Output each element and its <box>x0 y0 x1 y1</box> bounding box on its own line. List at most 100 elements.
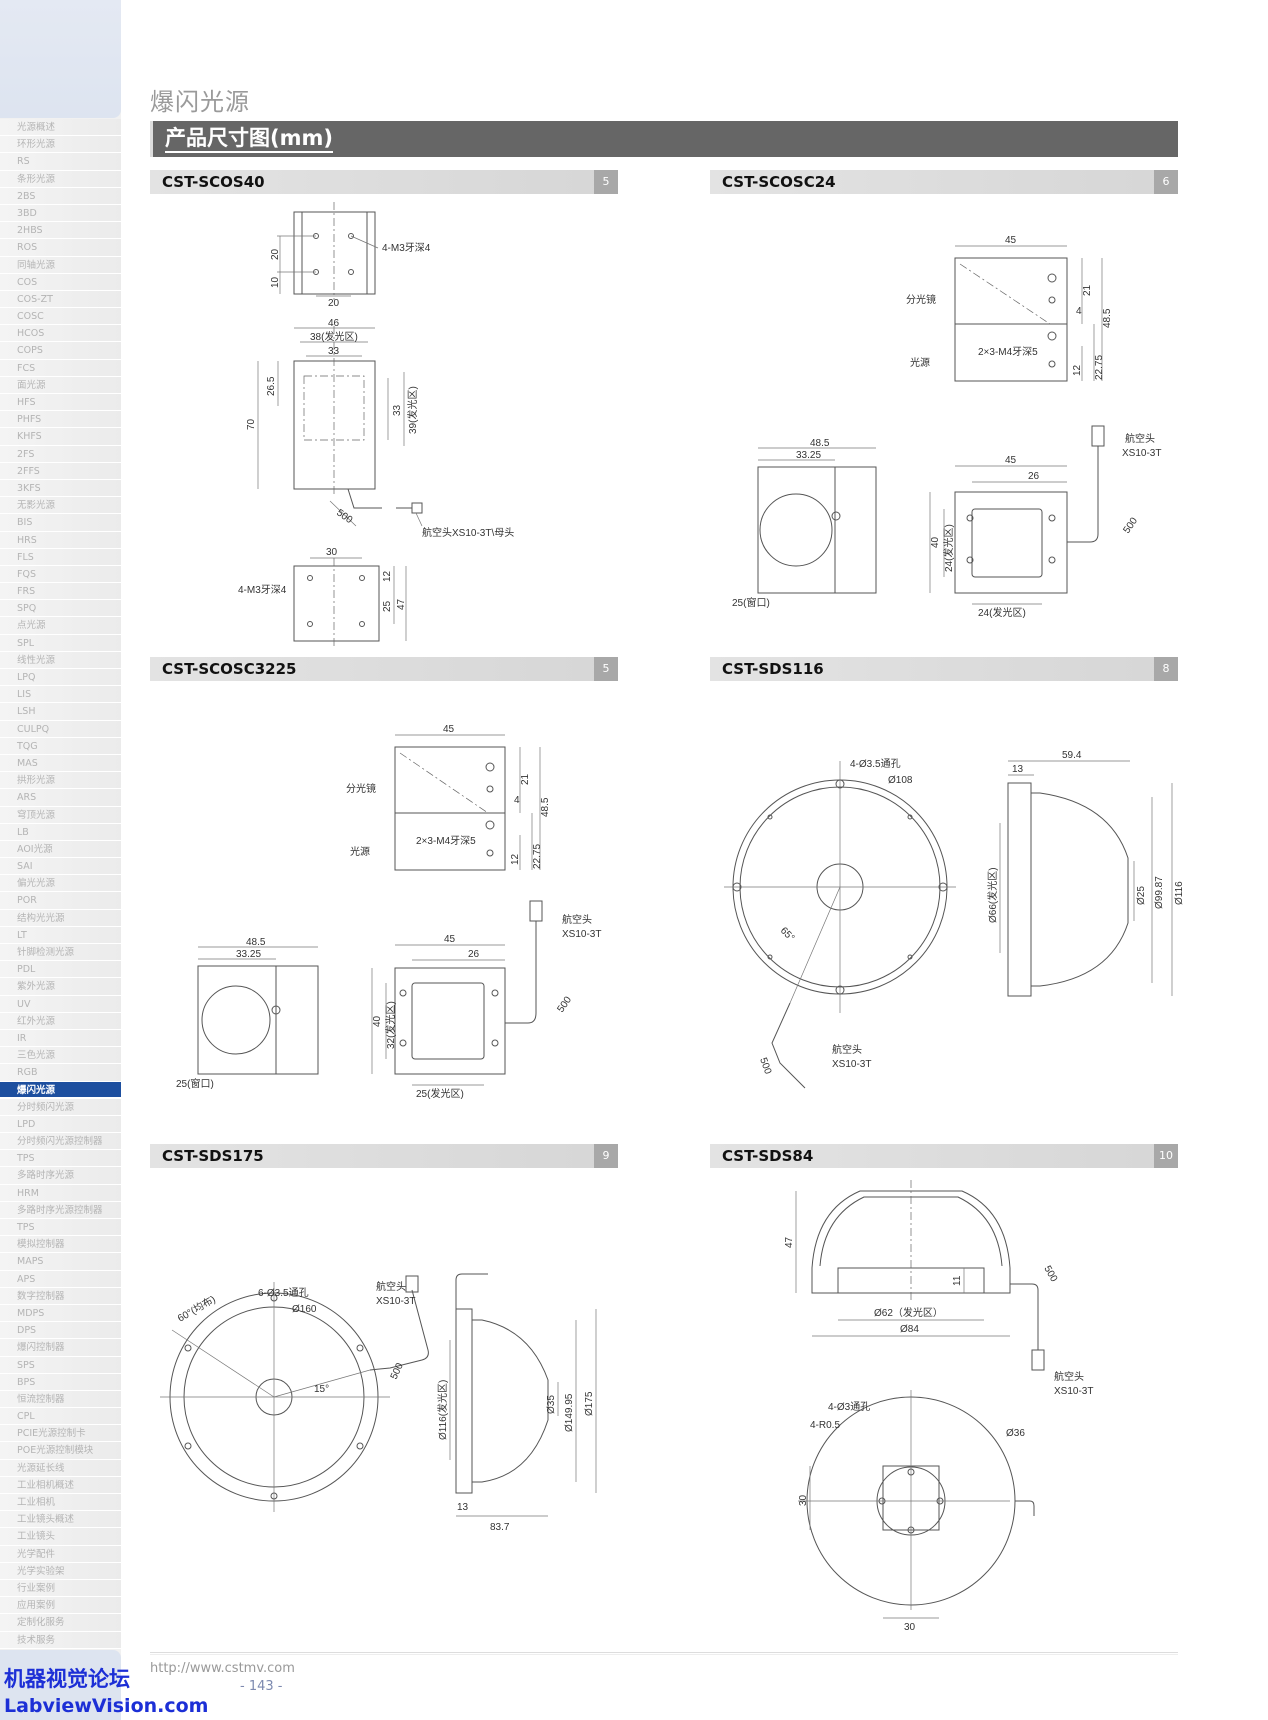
sidebar-item[interactable]: LSH <box>0 703 121 721</box>
sidebar-item[interactable]: CULPQ <box>0 720 121 738</box>
sidebar-item[interactable]: ROS <box>0 239 121 257</box>
connector-label: XS10-3T <box>562 929 601 940</box>
sidebar-item[interactable]: POR <box>0 892 121 910</box>
sidebar-item[interactable]: APS <box>0 1270 121 1288</box>
sidebar-item[interactable]: SPQ <box>0 600 121 618</box>
sidebar-item[interactable]: 工业相机 <box>0 1494 121 1512</box>
sidebar-item[interactable]: MAS <box>0 754 121 773</box>
sidebar-item[interactable]: HRM <box>0 1184 121 1202</box>
dimension-label: 47 <box>784 1236 795 1248</box>
sidebar-item[interactable]: 光学配件 <box>0 1545 121 1563</box>
sidebar-item[interactable]: LT <box>0 926 121 944</box>
sidebar-item[interactable]: 工业镜头概述 <box>0 1511 121 1529</box>
dimension-drawing: 45 分光镜 4 21 48.5 2×3-M4牙深5 光源 12 22.75 4… <box>176 724 601 1100</box>
sidebar-item[interactable]: SPL <box>0 634 121 652</box>
sidebar-item[interactable]: HCOS <box>0 325 121 343</box>
sidebar-item[interactable]: RGB <box>0 1064 121 1082</box>
dimension-label: 4-Ø3.5通孔 <box>850 758 901 770</box>
sidebar-item[interactable]: HRS <box>0 531 121 549</box>
sidebar-item[interactable]: FLS <box>0 548 121 566</box>
sidebar-item[interactable]: 行业案例 <box>0 1579 121 1598</box>
sidebar-item[interactable]: 工业相机概述 <box>0 1476 121 1494</box>
sidebar-item[interactable]: 2BS <box>0 187 121 205</box>
sidebar-item[interactable]: TQG <box>0 737 121 755</box>
sidebar-item[interactable]: 爆闪控制器 <box>0 1339 121 1357</box>
sidebar-item[interactable]: COS-ZT <box>0 290 121 309</box>
sidebar-item[interactable]: 工业镜头 <box>0 1528 121 1546</box>
sidebar-item[interactable]: FCS <box>0 359 121 377</box>
sidebar-item[interactable]: COPS <box>0 342 121 360</box>
sidebar-item[interactable]: LPD <box>0 1115 121 1134</box>
sidebar-item[interactable]: 无影光源 <box>0 497 121 515</box>
sidebar-item[interactable]: SPS <box>0 1356 121 1374</box>
sidebar-item[interactable]: 技术服务 <box>0 1631 121 1649</box>
sidebar-item[interactable]: 光源延长线 <box>0 1459 121 1477</box>
dimension-label: 25(发光区) <box>416 1087 464 1100</box>
sidebar-item[interactable]: RS <box>0 153 121 171</box>
sidebar-item[interactable]: FQS <box>0 565 121 584</box>
sidebar-item[interactable]: TPS <box>0 1219 121 1237</box>
sidebar-item[interactable]: HFS <box>0 394 121 412</box>
sidebar-item[interactable]: UV <box>0 995 121 1013</box>
sidebar-item[interactable]: SAI <box>0 858 121 876</box>
sidebar-item[interactable]: 点光源 <box>0 617 121 635</box>
sidebar-item[interactable]: 爆闪光源 <box>0 1081 121 1099</box>
sidebar-item[interactable]: 拱形光源 <box>0 772 121 790</box>
sidebar-item[interactable]: 多路时序光源控制器 <box>0 1201 121 1219</box>
sidebar-item[interactable]: 模拟控制器 <box>0 1236 121 1254</box>
sidebar-item[interactable]: 紫外光源 <box>0 978 121 996</box>
sidebar-item[interactable]: 光学实验架 <box>0 1562 121 1580</box>
sidebar-item[interactable]: COS <box>0 273 121 291</box>
sidebar-item[interactable]: BIS <box>0 514 121 532</box>
sidebar-item[interactable]: CPL <box>0 1408 121 1426</box>
sidebar-item[interactable]: 定制化服务 <box>0 1614 121 1632</box>
sidebar-item[interactable]: 多路时序光源 <box>0 1167 121 1185</box>
sidebar-item[interactable]: 同轴光源 <box>0 256 121 274</box>
sidebar-item[interactable]: PCIE光源控制卡 <box>0 1425 121 1443</box>
sidebar-item[interactable]: PHFS <box>0 411 121 429</box>
sidebar-item[interactable]: LIS <box>0 686 121 704</box>
sidebar-item[interactable]: 环形光源 <box>0 136 121 154</box>
sidebar-item[interactable]: 3KFS <box>0 479 121 498</box>
sidebar-item[interactable]: AOI光源 <box>0 840 121 859</box>
sidebar-item[interactable]: 2HBS <box>0 222 121 240</box>
sidebar-item[interactable]: 恒流控制器 <box>0 1390 121 1409</box>
sidebar-item[interactable]: 3BD <box>0 204 121 223</box>
sidebar-item[interactable]: POE光源控制模块 <box>0 1442 121 1460</box>
sidebar-item[interactable]: 2FFS <box>0 462 121 480</box>
dimension-label: 48.5 <box>540 797 551 817</box>
dimension-label: 33.25 <box>236 949 261 960</box>
sidebar-item[interactable]: 偏光光源 <box>0 875 121 893</box>
sidebar-item[interactable]: 线性光源 <box>0 651 121 669</box>
sidebar-item[interactable]: 光源概述 <box>0 119 121 137</box>
sidebar-item[interactable]: 三色光源 <box>0 1047 121 1065</box>
sidebar-item[interactable]: COSC <box>0 308 121 326</box>
sidebar-item[interactable]: MAPS <box>0 1253 121 1271</box>
sidebar-item[interactable]: MDPS <box>0 1304 121 1323</box>
sidebar-item[interactable]: 红外光源 <box>0 1012 121 1030</box>
sidebar-item[interactable]: 数字控制器 <box>0 1287 121 1305</box>
sidebar-item[interactable]: KHFS <box>0 428 121 446</box>
sidebar-item[interactable]: 2FS <box>0 445 121 463</box>
sidebar-item[interactable]: BPS <box>0 1373 121 1391</box>
sidebar-item[interactable]: DPS <box>0 1322 121 1340</box>
sidebar-item[interactable]: 穹顶光源 <box>0 806 121 824</box>
sidebar-item[interactable]: FRS <box>0 583 121 601</box>
sidebar-item[interactable]: LB <box>0 823 121 841</box>
sidebar-item[interactable]: 结构光光源 <box>0 909 121 927</box>
dimension-label: 45 <box>1005 455 1017 466</box>
sidebar-item[interactable]: 应用案例 <box>0 1597 121 1615</box>
connector-label: 航空头 <box>832 1043 862 1056</box>
sidebar-item[interactable]: 条形光源 <box>0 170 121 188</box>
sidebar-item[interactable]: 针脚检测光源 <box>0 944 121 962</box>
sidebar-item[interactable]: TPS <box>0 1150 121 1168</box>
sidebar-item[interactable]: 分时频闪光源控制器 <box>0 1133 121 1151</box>
sidebar-item[interactable]: ARS <box>0 789 121 807</box>
sidebar-item[interactable]: 面光源 <box>0 376 121 394</box>
sidebar-item[interactable]: 分时频闪光源 <box>0 1098 121 1116</box>
sidebar-item[interactable]: LPQ <box>0 669 121 687</box>
sidebar-item[interactable]: PDL <box>0 961 121 979</box>
sidebar-item[interactable]: IR <box>0 1029 121 1048</box>
